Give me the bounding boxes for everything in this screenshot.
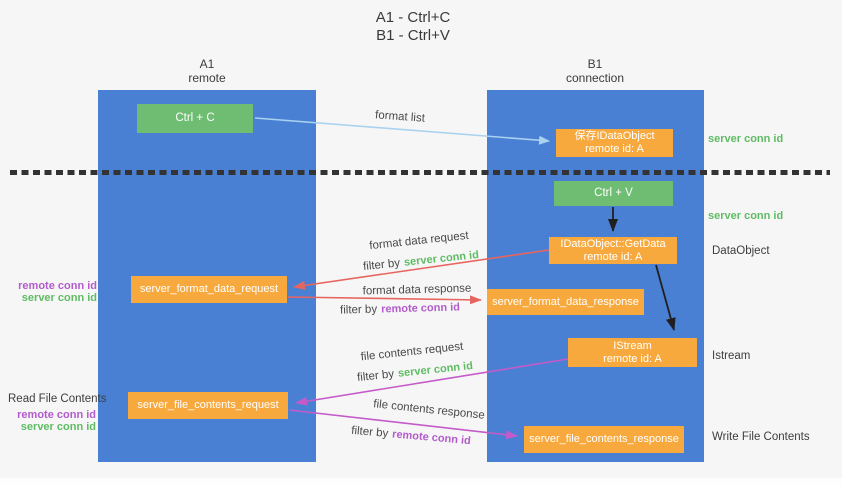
column-b1-subtitle: connection bbox=[565, 71, 625, 85]
save-idataobject-line2: remote id: A bbox=[585, 143, 644, 155]
column-a1-name: A1 bbox=[199, 57, 215, 71]
filter-by-text: filter by bbox=[356, 368, 395, 385]
server-conn-id-label-1: server conn id bbox=[21, 292, 97, 304]
server-format-data-response-node: server_format_data_response bbox=[487, 289, 644, 315]
remote-conn-id-inline-2: remote conn id bbox=[391, 428, 472, 448]
save-idataobject-line1: 保存IDataObject bbox=[574, 130, 655, 142]
getdata-line2: remote id: A bbox=[583, 250, 643, 263]
file-contents-request-label: file contents request bbox=[360, 340, 464, 364]
server-conn-id-inline-1: server conn id bbox=[403, 248, 480, 269]
server-format-data-request-label: server_format_data_request bbox=[139, 283, 279, 295]
ctrl-v-node: Ctrl + V bbox=[554, 181, 673, 206]
ctrl-c-node: Ctrl + C bbox=[137, 104, 253, 133]
diagram-title: A1 - Ctrl+C B1 - Ctrl+V bbox=[376, 9, 451, 45]
column-b1-name: B1 bbox=[587, 57, 603, 71]
server-file-contents-request-node: server_file_contents_request bbox=[128, 392, 288, 419]
format-data-response-arrow bbox=[287, 295, 482, 305]
dataobject-label: DataObject bbox=[712, 245, 770, 257]
column-a1-subtitle: remote bbox=[188, 71, 226, 85]
bottom-edge-strip bbox=[0, 478, 842, 485]
file-contents-response-label: file contents response bbox=[372, 398, 486, 422]
filter-by-text: filter by bbox=[339, 303, 378, 317]
column-header-b1: B1 connection bbox=[566, 57, 624, 85]
column-header-a1: A1 remote bbox=[188, 57, 225, 85]
dotted-separator-line bbox=[10, 170, 830, 175]
format-data-response-label: format data response bbox=[362, 282, 472, 298]
read-file-contents-label: Read File Contents bbox=[8, 393, 107, 405]
conn-id-group-format: remote conn id server conn id bbox=[8, 280, 97, 304]
server-conn-id-label-2: server conn id bbox=[20, 421, 96, 433]
server-conn-id-label-top: server conn id bbox=[708, 133, 784, 145]
remote-conn-id-inline-1: remote conn id bbox=[380, 301, 461, 316]
server-file-contents-request-label: server_file_contents_request bbox=[137, 399, 279, 411]
write-file-contents-label: Write File Contents bbox=[712, 431, 810, 443]
server-file-contents-response-label: server_file_contents_response bbox=[529, 433, 679, 445]
conn-id-group-file: remote conn id server conn id bbox=[8, 409, 96, 433]
server-conn-id-label-mid: server conn id bbox=[708, 210, 784, 222]
istream-line2: remote id: A bbox=[603, 352, 662, 365]
filter-by-text: filter by bbox=[350, 424, 389, 440]
ctrl-c-label: Ctrl + C bbox=[175, 112, 215, 124]
ctrl-v-label: Ctrl + V bbox=[594, 187, 633, 199]
server-format-data-response-label: server_format_data_response bbox=[492, 295, 639, 308]
server-file-contents-response-node: server_file_contents_response bbox=[524, 426, 684, 453]
istream-line1: IStream bbox=[613, 339, 652, 352]
title-line-1: A1 - Ctrl+C bbox=[375, 9, 451, 26]
filter-by-text: filter by bbox=[362, 257, 401, 274]
title-line-2: B1 - Ctrl+V bbox=[376, 27, 450, 44]
save-idataobject-node: 保存IDataObject remote id: A bbox=[556, 129, 673, 157]
getdata-line1: IDataObject::GetData bbox=[560, 237, 666, 250]
remote-conn-id-label-1: remote conn id bbox=[18, 280, 97, 292]
format-data-request-label: format data request bbox=[368, 229, 470, 253]
server-format-data-request-node: server_format_data_request bbox=[131, 276, 287, 303]
remote-conn-id-label-2: remote conn id bbox=[17, 409, 96, 421]
istream-node: IStream remote id: A bbox=[568, 338, 697, 367]
format-list-label: format list bbox=[374, 109, 426, 125]
istream-side-label: Istream bbox=[712, 350, 751, 362]
idataobject-getdata-node: IDataObject::GetData remote id: A bbox=[549, 237, 677, 264]
server-conn-id-inline-2: server conn id bbox=[397, 359, 474, 380]
